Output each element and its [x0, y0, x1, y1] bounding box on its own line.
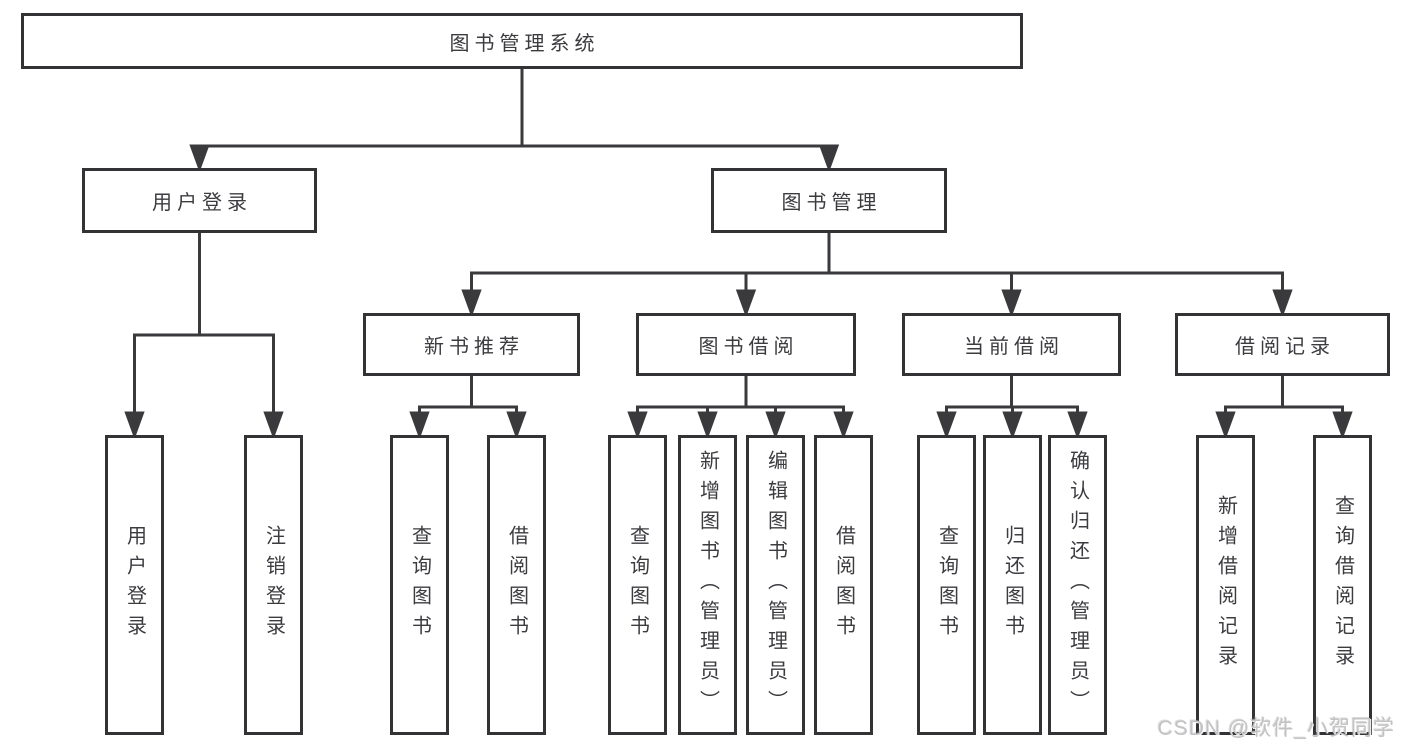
leaf-borrow-books-2: 借阅图书 — [814, 435, 873, 735]
connector-borrow-record-children — [1215, 376, 1353, 440]
arrowhead-icon — [409, 411, 430, 440]
leaf-label: 查询图书 — [935, 525, 958, 645]
leaf-confirm-return-admin: 确认归还（管理员） — [1048, 435, 1107, 735]
arrowhead-icon — [1272, 289, 1293, 318]
leaf-label: 确认归还（管理员） — [1066, 450, 1089, 720]
node-user-login: 用户登录 — [82, 168, 317, 233]
arrowhead-icon — [1332, 411, 1353, 440]
leaf-label: 新增借阅记录 — [1214, 495, 1237, 675]
leaf-query-books-3: 查询图书 — [917, 435, 976, 735]
node-new-book-recommendation: 新书推荐 — [363, 313, 580, 376]
arrowhead-icon — [818, 144, 840, 173]
leaf-label: 查询图书 — [626, 525, 649, 645]
node-borrow-records: 借阅记录 — [1175, 313, 1390, 376]
arrowhead-icon — [1215, 411, 1236, 440]
leaf-label: 新增图书（管理员） — [696, 450, 719, 720]
leaf-add-books-admin: 新增图书（管理员） — [678, 435, 737, 735]
leaf-label: 归还图书 — [1001, 525, 1024, 645]
arrowhead-icon — [1067, 411, 1088, 440]
arrowhead-icon — [1001, 289, 1022, 318]
leaf-label: 查询图书 — [408, 525, 431, 645]
connector-user-login-children — [124, 233, 284, 440]
arrowhead-icon — [936, 411, 957, 440]
leaf-user-login: 用户登录 — [105, 435, 164, 735]
node-book-borrowing: 图书借阅 — [636, 313, 856, 376]
arrowhead-icon — [1002, 411, 1023, 440]
connector-new-book-children — [409, 376, 527, 440]
leaf-label: 查询借阅记录 — [1331, 495, 1354, 675]
connector-book-management-to-level3 — [461, 233, 1293, 318]
leaf-add-borrow-record: 新增借阅记录 — [1196, 435, 1255, 735]
leaf-label: 编辑图书（管理员） — [764, 450, 787, 720]
leaf-return-books: 归还图书 — [983, 435, 1042, 735]
leaf-label: 借阅图书 — [505, 525, 528, 645]
leaf-label: 注销登录 — [262, 525, 285, 645]
arrowhead-icon — [765, 411, 786, 440]
arrowhead-icon — [506, 411, 527, 440]
leaf-query-books-1: 查询图书 — [390, 435, 449, 735]
connector-current-borrow-children — [936, 376, 1088, 440]
arrowhead-icon — [627, 411, 648, 440]
leaf-label: 用户登录 — [123, 525, 146, 645]
leaf-edit-books-admin: 编辑图书（管理员） — [746, 435, 805, 735]
arrowhead-icon — [124, 411, 145, 440]
connector-root-to-level2 — [189, 69, 840, 173]
arrowhead-icon — [461, 289, 482, 318]
leaf-label: 借阅图书 — [832, 525, 855, 645]
leaf-borrow-books-1: 借阅图书 — [487, 435, 546, 735]
arrowhead-icon — [735, 289, 757, 318]
node-root-system: 图书管理系统 — [21, 13, 1023, 69]
leaf-query-books-2: 查询图书 — [608, 435, 667, 735]
arrowhead-icon — [833, 411, 854, 440]
connector-book-borrow-children — [627, 376, 854, 440]
arrowhead-icon — [697, 411, 718, 440]
leaf-query-borrow-record: 查询借阅记录 — [1313, 435, 1372, 735]
node-book-management: 图书管理 — [711, 168, 947, 233]
node-current-borrowing: 当前借阅 — [902, 313, 1121, 376]
leaf-logout: 注销登录 — [244, 435, 303, 735]
arrowhead-icon — [263, 411, 284, 440]
arrowhead-icon — [189, 144, 210, 173]
